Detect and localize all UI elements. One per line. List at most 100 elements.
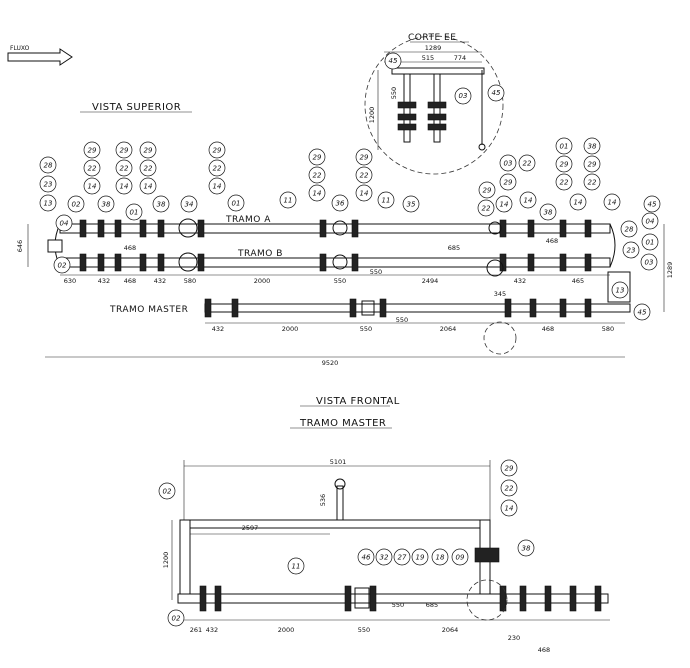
front-master-pipe (177, 593, 609, 604)
fittings-tramo-a (79, 219, 592, 238)
dim-m-2000: 2000 (282, 325, 299, 333)
tag-circle (377, 191, 395, 209)
section-title: CORTE EE (408, 33, 456, 43)
tag-label-03: 03 (645, 259, 654, 267)
tag-circle (39, 194, 57, 212)
tag-label-28: 28 (625, 226, 634, 234)
front-dim-2000: 2000 (278, 626, 295, 634)
tag-label-14: 14 (608, 199, 617, 207)
dim-b-2000: 2000 (254, 277, 271, 285)
tag-circle (640, 253, 658, 271)
tag-circle (402, 195, 420, 213)
dim-345: 345 (494, 290, 506, 298)
dim-b-432r: 432 (514, 277, 526, 285)
tag-label-14: 14 (88, 183, 97, 191)
dim-m-468: 468 (542, 325, 554, 333)
front-dim-230: 230 (508, 634, 520, 642)
tag-circle (180, 195, 198, 213)
front-view: VISTA FRONTAL TRAMO MASTER 5101 2597 120… (158, 396, 610, 654)
dim-m-580: 580 (602, 325, 614, 333)
tag-label-38: 38 (544, 209, 553, 217)
label-tramo-a: TRAMO A (225, 215, 271, 225)
tag-label-14: 14 (505, 505, 514, 513)
label-tramo-b: TRAMO B (237, 249, 283, 259)
front-dim-536: 536 (319, 494, 327, 506)
tag-circle (355, 184, 373, 202)
front-view-subtitle: TRAMO MASTER (299, 418, 386, 429)
tag-label-22: 22 (313, 172, 322, 180)
tag-circle (478, 181, 496, 199)
tag-circle (539, 203, 557, 221)
tag-circle (555, 173, 573, 191)
tag-label-22: 22 (588, 179, 597, 187)
tag-label-04: 04 (60, 220, 69, 228)
tag-label-29: 29 (588, 161, 597, 169)
tag-label-14: 14 (574, 199, 583, 207)
dim-9520: 9520 (322, 359, 339, 367)
tag-circle (499, 173, 517, 191)
dim-1289: 1289 (666, 262, 674, 279)
tag-circle (308, 148, 326, 166)
tag-circle (152, 195, 170, 213)
tag-circle (518, 154, 536, 172)
tag-label-32: 32 (380, 554, 389, 562)
tag-label-29: 29 (360, 154, 369, 162)
tag-label-02: 02 (72, 201, 81, 209)
tag-circle (67, 195, 85, 213)
flow-arrow: FLUXO (7, 45, 73, 66)
tag-label-29: 29 (504, 179, 513, 187)
tag-label-13: 13 (44, 200, 53, 208)
tag-circle (39, 175, 57, 193)
fittings-tramo-b (79, 253, 592, 272)
tag-circle (139, 159, 157, 177)
dim-m-550s: 550 (396, 316, 408, 324)
tag-label-11: 11 (284, 197, 293, 205)
tag-circle (431, 548, 449, 566)
front-view-title: VISTA FRONTAL (316, 396, 400, 407)
tag-label-14: 14 (500, 201, 509, 209)
tag-circle (500, 479, 518, 497)
tag-circle (583, 155, 601, 173)
tag-label-19: 19 (416, 554, 425, 562)
tag-circle (519, 191, 537, 209)
tag-circle (125, 203, 143, 221)
tag-circle (227, 194, 245, 212)
dim-630: 630 (64, 277, 76, 285)
tag-circle (451, 548, 469, 566)
tag-label-22: 22 (523, 160, 532, 168)
tag-label-02: 02 (163, 488, 172, 496)
tag-label-23: 23 (627, 247, 636, 255)
section-dim-height: 1200 (368, 107, 376, 124)
dim-a-580: 580 (184, 277, 196, 285)
tag-circle (331, 194, 349, 212)
tag-label-01: 01 (560, 143, 569, 151)
tag-label-38: 38 (588, 143, 597, 151)
section-tag-45b: 45 (492, 89, 501, 97)
tag-circle (411, 548, 429, 566)
tag-label-01: 01 (646, 239, 655, 247)
tag-label-14: 14 (120, 183, 129, 191)
tag-circle (83, 141, 101, 159)
dim-b-468r: 468 (546, 237, 558, 245)
tag-label-22: 22 (144, 165, 153, 173)
tag-label-29: 29 (144, 147, 153, 155)
tag-label-02: 02 (172, 615, 181, 623)
tag-circle (115, 177, 133, 195)
tag-circle (357, 548, 375, 566)
tag-circle (641, 212, 659, 230)
tag-circle (517, 539, 535, 557)
tag-label-18: 18 (436, 554, 445, 562)
section-dim-right: 774 (454, 54, 466, 62)
tag-circle (208, 141, 226, 159)
front-dim-2064: 2064 (442, 626, 459, 634)
dim-b-550: 550 (334, 277, 346, 285)
tag-circle (569, 193, 587, 211)
tag-circle (355, 166, 373, 184)
tag-label-01: 01 (232, 200, 241, 208)
tag-label-14: 14 (213, 183, 222, 191)
tag-label-38: 38 (522, 545, 531, 553)
tag-label-38: 38 (157, 201, 166, 209)
dim-b-468: 468 (124, 277, 136, 285)
dim-b-432: 432 (98, 277, 110, 285)
tag-circle (555, 137, 573, 155)
